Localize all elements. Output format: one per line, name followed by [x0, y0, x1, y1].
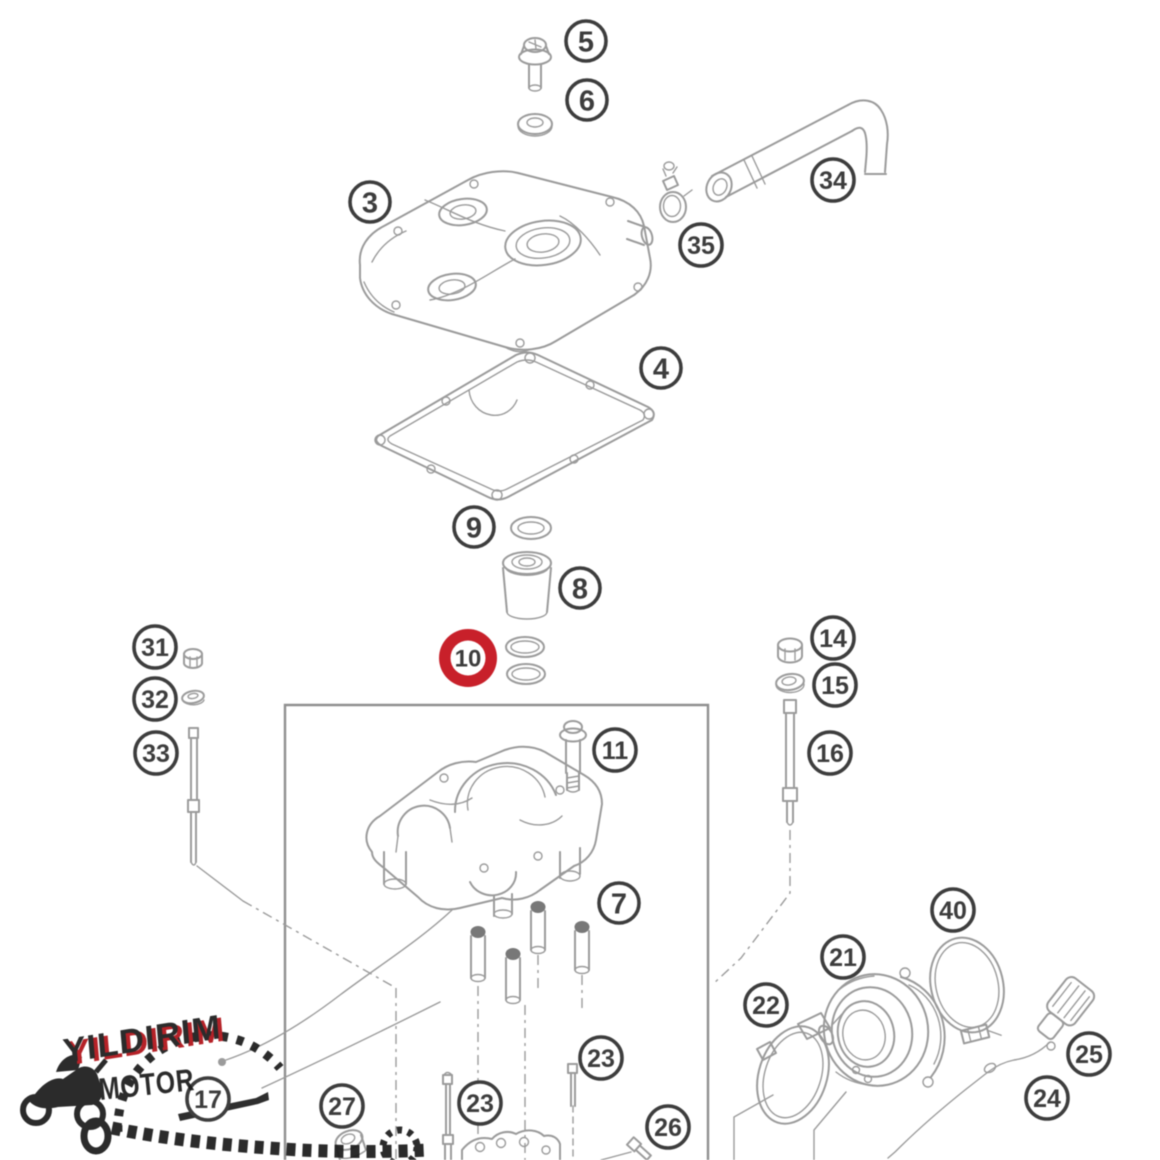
- callout-17: 17: [185, 1076, 231, 1122]
- svg-text:32: 32: [141, 686, 169, 714]
- callout-23: 23: [457, 1080, 503, 1126]
- leader-lines: [196, 830, 847, 1160]
- svg-text:25: 25: [1075, 1041, 1103, 1069]
- svg-text:4: 4: [653, 353, 669, 385]
- part-34-hose: [705, 99, 889, 203]
- part-22-clamp: [756, 1012, 843, 1125]
- callout-32: 32: [132, 676, 178, 722]
- part-23-screw-right: [567, 1063, 578, 1159]
- svg-text:11: 11: [602, 737, 629, 765]
- callout-33: 33: [133, 730, 179, 776]
- callout-3: 3: [348, 180, 392, 224]
- svg-text:26: 26: [654, 1114, 682, 1142]
- svg-text:8: 8: [572, 573, 588, 605]
- svg-text:16: 16: [816, 740, 844, 768]
- svg-text:7: 7: [611, 888, 627, 920]
- part-16-stud: [782, 699, 798, 826]
- callout-25: 25: [1066, 1031, 1112, 1077]
- sprocket-arc: [113, 1031, 284, 1133]
- watermark-subtitle: MOTOR: [97, 1062, 196, 1107]
- svg-text:24: 24: [1033, 1085, 1061, 1113]
- callout-31: 31: [132, 624, 178, 670]
- svg-text:17: 17: [194, 1086, 222, 1114]
- part-15-washer: [775, 672, 805, 694]
- callout-5: 5: [564, 19, 608, 63]
- watermark-logo: YILDIRIM YILDIRIM MOTOR: [20, 1008, 429, 1160]
- svg-text:14: 14: [819, 625, 847, 653]
- svg-text:5: 5: [578, 26, 594, 58]
- group-frame-box: [283, 703, 710, 1160]
- callout-6: 6: [565, 78, 609, 122]
- callout-35: 35: [678, 222, 724, 268]
- sprocket-ring: [80, 1117, 112, 1155]
- callout-9: 9: [452, 505, 496, 549]
- part-3-valve-cover: [358, 170, 654, 353]
- callout-16: 16: [807, 730, 853, 776]
- part-10-orings: [505, 636, 546, 685]
- callout-34: 34: [810, 157, 856, 203]
- part-head-casting-cropped: [461, 1129, 561, 1160]
- part-32-washer: [181, 689, 205, 706]
- part-31-nut: [183, 648, 203, 669]
- part-11-bolt: [559, 720, 587, 793]
- callout-7: 7: [597, 881, 641, 925]
- svg-text:31: 31: [141, 634, 169, 662]
- watermark-title: YILDIRIM YILDIRIM: [61, 1008, 227, 1073]
- part-8-tube: [502, 551, 552, 620]
- svg-text:15: 15: [821, 672, 849, 700]
- svg-text:34: 34: [819, 167, 847, 195]
- part-14-nut: [777, 637, 803, 664]
- callout-24: 24: [1024, 1075, 1070, 1121]
- callout-23: 23: [578, 1035, 624, 1081]
- watermark-line2: MOTOR: [97, 1062, 196, 1107]
- part-24-cable: [887, 1041, 1051, 1159]
- part-6-washer: [517, 113, 553, 137]
- svg-text:23: 23: [466, 1090, 494, 1118]
- part-9-oring: [510, 516, 552, 540]
- part-25-sensor: [1036, 976, 1096, 1051]
- part-5-screw: [518, 37, 552, 92]
- callout-21: 21: [820, 934, 866, 980]
- callout-4: 4: [639, 346, 683, 390]
- dirtbike-icon: [20, 1054, 108, 1130]
- callout-27: 27: [319, 1083, 365, 1129]
- part-camshaft-bridge: [365, 745, 603, 919]
- svg-text:35: 35: [687, 232, 715, 260]
- callout-14: 14: [810, 615, 856, 661]
- svg-text:33: 33: [142, 740, 170, 768]
- callout-22: 22: [743, 982, 789, 1028]
- svg-text:10: 10: [455, 646, 482, 673]
- part-35-clamp: [659, 161, 693, 223]
- callout-40: 40: [930, 887, 976, 933]
- callout-10: 10: [439, 629, 497, 687]
- svg-text:6: 6: [579, 85, 595, 117]
- chain-run: [110, 1121, 429, 1158]
- callout-layer: 5 6 3 34 35 4 9 8 10 31 32 33 14 15 16 11 7 40 21 22 25 24 23 2…: [132, 19, 1112, 1150]
- svg-text:21: 21: [829, 944, 857, 972]
- svg-text:27: 27: [328, 1093, 356, 1121]
- callout-15: 15: [812, 662, 858, 708]
- svg-text:9: 9: [466, 512, 482, 544]
- part-23-screw-left: [442, 1071, 454, 1160]
- callout-8: 8: [558, 566, 602, 610]
- svg-text:22: 22: [752, 992, 780, 1020]
- part-33-stud: [187, 727, 200, 866]
- callout-11: 11: [592, 727, 638, 773]
- part-21-intake-boot: [822, 967, 946, 1088]
- svg-text:3: 3: [362, 187, 378, 219]
- artwork: [178, 37, 1096, 1160]
- callout-26: 26: [645, 1104, 691, 1150]
- part-4-gasket: [374, 351, 655, 501]
- svg-text:23: 23: [587, 1045, 615, 1073]
- part-26-bolt: [625, 1136, 652, 1160]
- part-40-clamp: [929, 936, 1005, 1045]
- part-7-pins: [470, 901, 590, 1005]
- sprocket-end: [379, 1126, 421, 1160]
- svg-text:40: 40: [939, 897, 967, 925]
